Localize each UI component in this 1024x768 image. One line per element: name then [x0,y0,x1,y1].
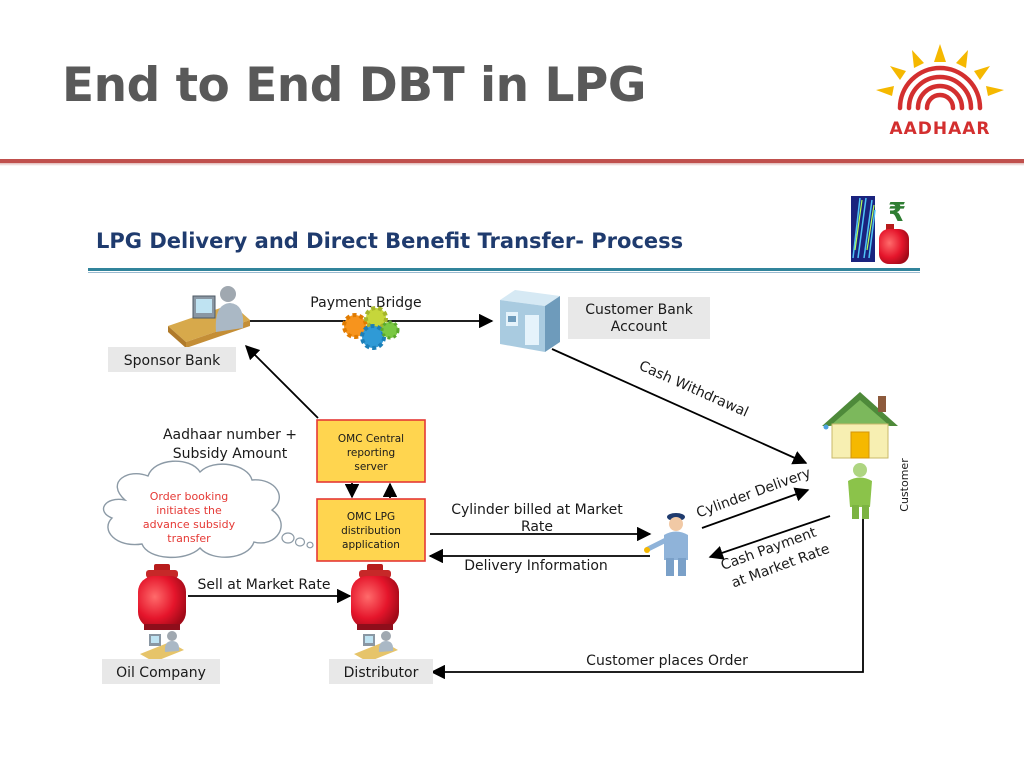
cloud-text-line3: advance subsidy [143,518,236,531]
omc-central-label-line1: OMC Central [338,433,404,445]
cloud-text-line2: initiates the [156,504,222,517]
oil-company-desk-icon [140,631,184,662]
aadhaar-logo: AADHAAR [876,44,1004,139]
lpg-rupee-icon: ₹ [851,196,909,264]
cash-withdrawal-arrow [551,348,808,465]
distributor-label: Distributor [344,665,419,681]
sun-rays-icon [876,44,1004,96]
order-booking-cloud [102,460,314,559]
sell-at-market-label: Sell at Market Rate [198,577,331,593]
omc-central-box [316,419,426,483]
slide-title: End to End DBT in LPG [62,58,646,113]
cloud-text-line4: transfer [167,532,211,545]
cloud-text-line1: Order booking [150,490,229,503]
omc-lpg-label-line3: application [342,539,400,551]
omc-central-label-line3: server [354,461,388,473]
heading-rule-thin [88,272,920,273]
oil-company-label: Oil Company [116,665,206,681]
cash-payment-arrow [708,515,831,560]
customer-order-arrow [430,513,864,680]
omc-lpg-box [316,498,426,562]
sponsor-bank-label: Sponsor Bank [124,353,221,369]
customer-person-icon [848,463,872,519]
delivery-information-label: Delivery Information [464,558,608,574]
delivery-person-icon [644,513,688,576]
banker-at-desk-icon [168,286,250,348]
customer-bank-box [568,297,710,339]
aadhaar-subsidy-label-line2: Subsidy Amount [173,446,288,462]
house-icon [822,392,898,459]
oil-company-cylinder-icon [138,564,186,630]
distributor-cylinder-icon [351,564,399,630]
cylinder-billed-label-line2: Rate [521,519,553,535]
cylinder-delivery-arrow [701,487,810,529]
distributor-box [329,659,433,684]
omc-lpg-label-line2: distribution [341,525,401,537]
omc-central-label-line2: reporting [347,447,395,459]
cash-withdrawal-label: Cash Withdrawal [637,358,751,421]
fingerprint-icon [897,65,983,111]
header-rule [0,159,1024,163]
customer-bank-label-line1: Customer Bank [585,302,694,318]
cylinder-billed-label-line1: Cylinder billed at Market [451,502,623,518]
bank-building-icon [500,290,560,352]
distributor-desk-icon [354,631,398,662]
oil-company-box [102,659,220,684]
customer-places-order-label: Customer places Order [586,653,748,669]
diagram-heading: LPG Delivery and Direct Benefit Transfer… [96,229,683,253]
logo-text: AADHAAR [889,119,990,139]
aadhaar-subsidy-label-line1: Aadhaar number + [163,427,297,443]
payment-bridge-label: Payment Bridge [310,295,421,311]
gears-icon [342,306,400,350]
cylinder-delivery-label: Cylinder Delivery [694,465,813,521]
header-rule-shadow [0,163,1024,166]
svg-text:₹: ₹ [888,198,906,228]
omc-to-sponsor-arrow [244,344,319,419]
sponsor-bank-box [108,347,236,372]
customer-label: Customer [898,458,911,512]
customer-bank-label-line2: Account [611,319,668,335]
heading-rule [88,268,920,271]
omc-lpg-label-line1: OMC LPG [347,511,395,523]
